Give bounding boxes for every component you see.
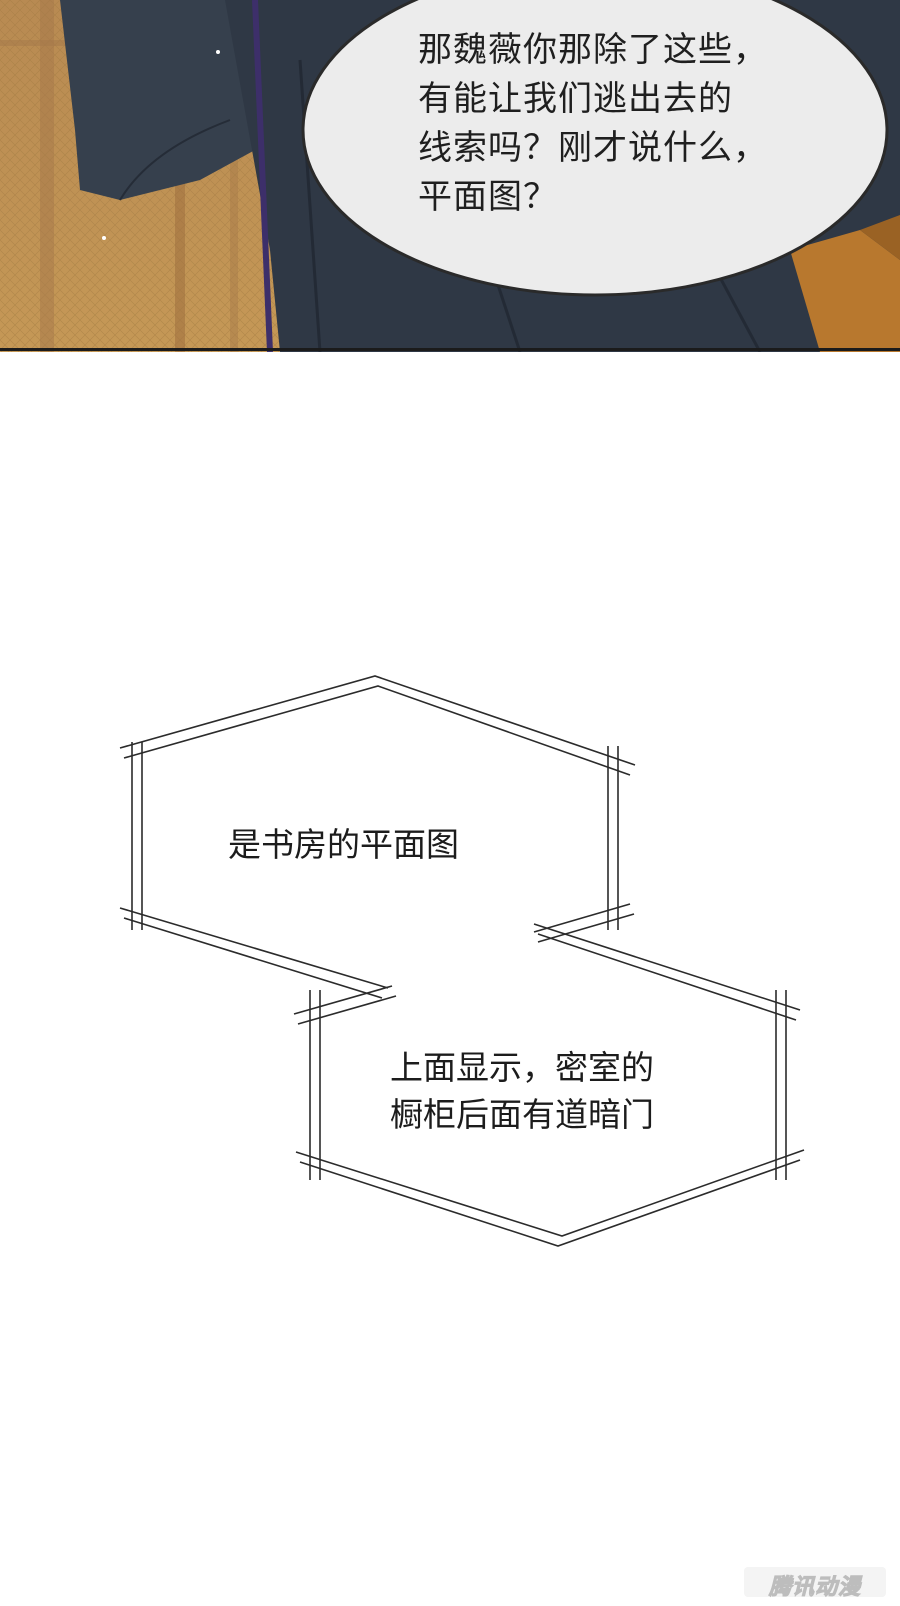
watermark-logo: 腾讯动漫	[744, 1567, 886, 1601]
story-panel-top: 那魏薇你那除了这些， 有能让我们逃出去的 线索吗？刚才说什么， 平面图？	[0, 0, 900, 352]
speech-bubble: 那魏薇你那除了这些， 有能让我们逃出去的 线索吗？刚才说什么， 平面图？	[0, 0, 900, 352]
speech-bubble-text: 那魏薇你那除了这些， 有能让我们逃出去的 线索吗？刚才说什么， 平面图？	[418, 26, 818, 222]
speech-line: 平面图？	[418, 177, 558, 217]
speech-line: 有能让我们逃出去的	[418, 79, 733, 119]
caption-box-1: 是书房的平面图	[228, 822, 459, 868]
speech-line: 线索吗？刚才说什么，	[418, 128, 768, 168]
watermark-text: 腾讯动漫	[768, 1575, 861, 1601]
speech-line: 那魏薇你那除了这些，	[418, 30, 768, 70]
panel-border	[0, 348, 900, 351]
caption-line: 上面显示，密室的	[390, 1048, 654, 1087]
caption-box-2: 上面显示，密室的 橱柜后面有道暗门	[390, 1044, 654, 1138]
panel-illustration	[0, 0, 900, 352]
caption-line: 橱柜后面有道暗门	[390, 1095, 654, 1134]
caption-line: 是书房的平面图	[228, 825, 459, 864]
